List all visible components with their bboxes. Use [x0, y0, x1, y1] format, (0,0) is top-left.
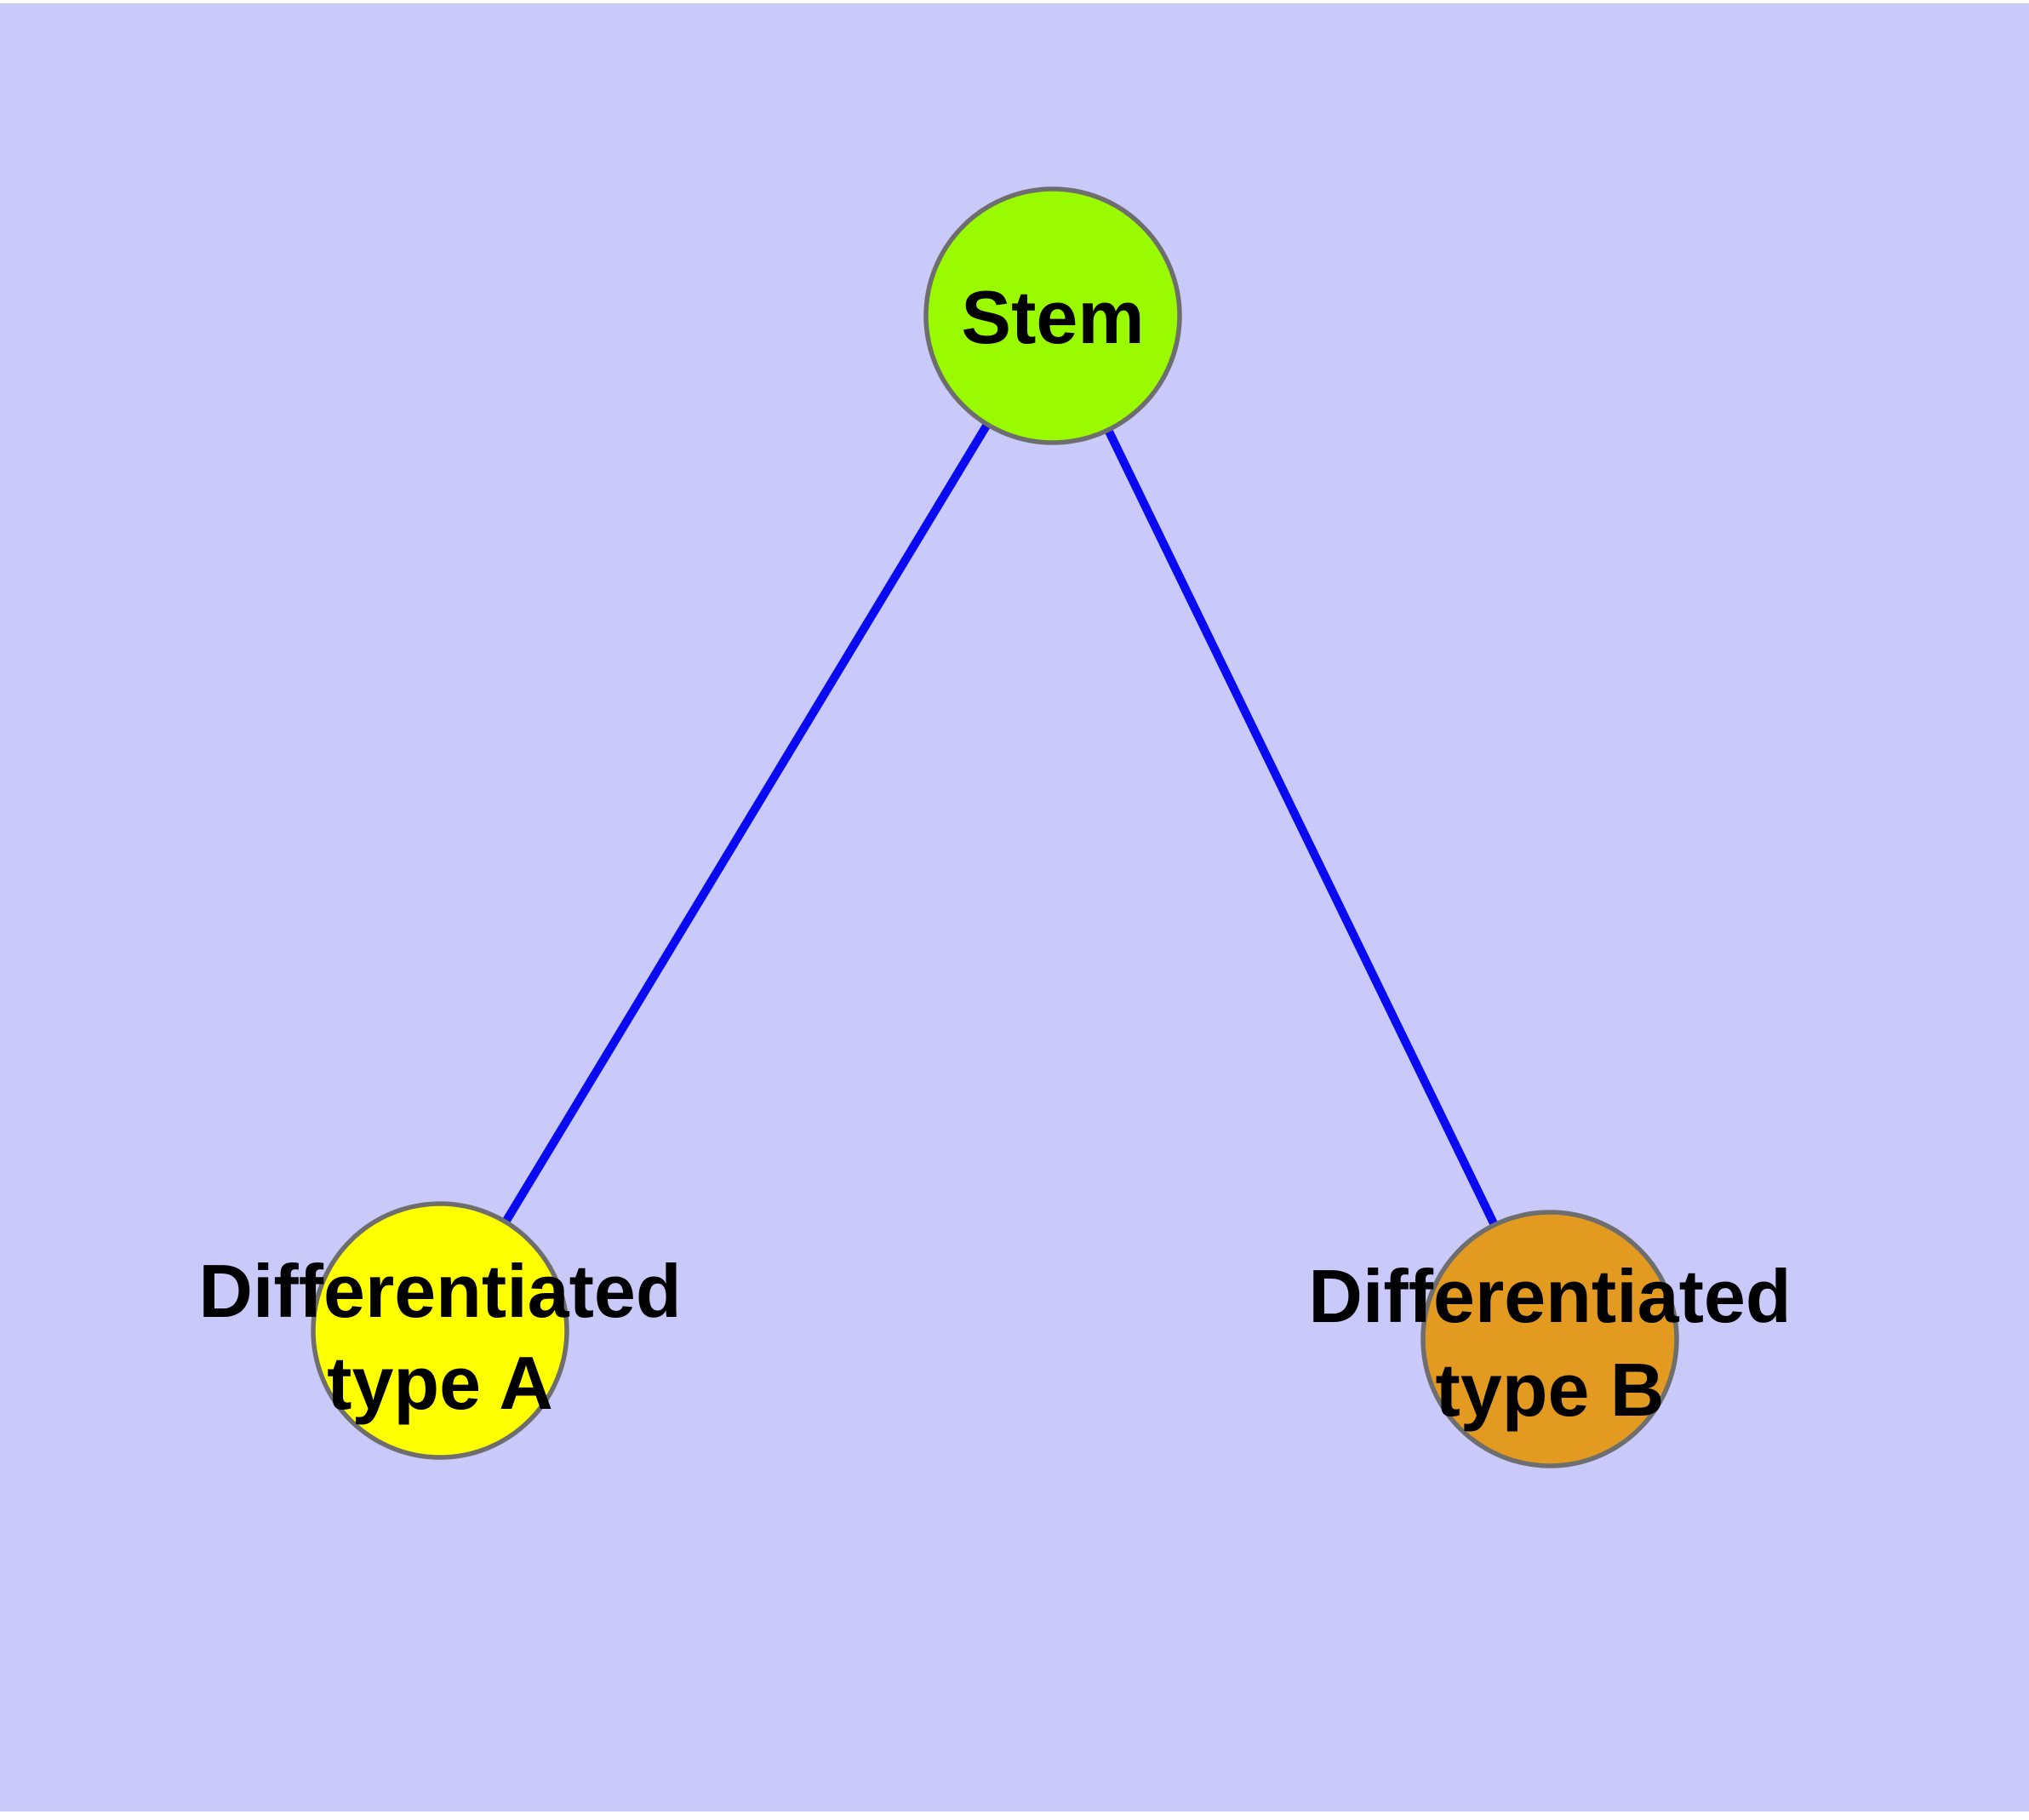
- node-stem-label: Stem: [961, 275, 1144, 359]
- node-type-b-label-line1: Differentiated: [1308, 1254, 1791, 1338]
- node-differentiated-type-a: [311, 1201, 569, 1460]
- edge-stem-to-type-a: [436, 313, 1057, 1333]
- node-type-a-label-line2: type A: [327, 1341, 553, 1425]
- node-type-b-label-line2: type B: [1436, 1348, 1665, 1432]
- node-stem: [923, 186, 1182, 445]
- edge-stem-to-type-b: [1049, 313, 1554, 1342]
- node-type-a-label-line1: Differentiated: [198, 1249, 681, 1333]
- node-differentiated-type-b: [1420, 1210, 1679, 1468]
